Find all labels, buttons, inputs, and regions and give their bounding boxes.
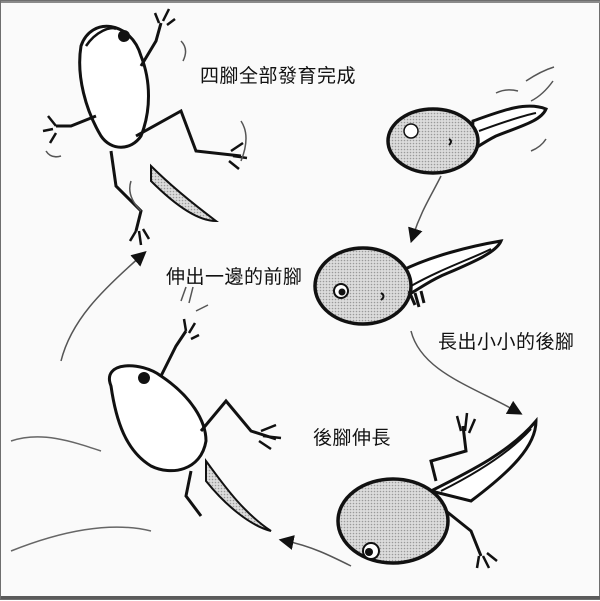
arrow-stage-3-to-4 [278, 535, 352, 567]
tadpole-stage-1 [386, 66, 555, 175]
label-small-hind-legs: 長出小小的後腳 [438, 331, 575, 353]
arrow-stage-1-to-2 [408, 175, 442, 244]
label-hind-legs-grow: 後腳伸長 [313, 427, 392, 449]
bottom-border [1, 596, 600, 599]
arrow-stage-4-to-5 [60, 251, 147, 362]
tadpole-stage-2 [313, 239, 504, 326]
label-all-legs-developed: 四腳全部發育完成 [200, 65, 357, 87]
top-border [1, 1, 600, 3]
froglet-stage-4 [10, 286, 282, 552]
frog-stage-5 [42, 8, 248, 246]
tadpole-stage-3 [336, 412, 538, 569]
arrow-stage-2-to-3 [410, 330, 523, 415]
label-one-front-leg: 伸出一邊的前腳 [166, 266, 303, 288]
